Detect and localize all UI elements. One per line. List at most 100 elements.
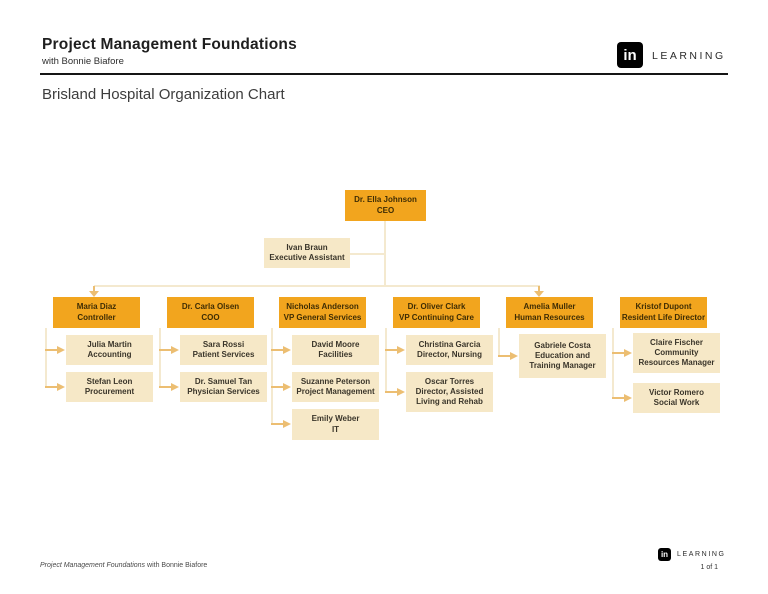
- connector-branch: [271, 328, 273, 425]
- org-node-claire-fischer: Claire Fischer Community Resources Manag…: [633, 333, 720, 373]
- connector-stub: [498, 355, 512, 357]
- org-node-christina-garcia: Christina Garcia Director, Nursing: [406, 335, 493, 365]
- connector-stub: [271, 423, 285, 425]
- connector-drop-left: [93, 286, 95, 292]
- person-name: Amelia Muller: [523, 302, 576, 312]
- person-title: Human Resources: [514, 312, 585, 322]
- person-name: Maria Diaz: [76, 302, 117, 312]
- org-node-emily-weber: Emily Weber IT: [292, 409, 379, 440]
- connector-stub: [45, 386, 59, 388]
- person-name: Oscar Torres: [424, 376, 475, 386]
- org-node-oscar-torres: Oscar Torres Director, Assisted Living a…: [406, 372, 493, 412]
- person-name: Dr. Ella Johnson: [354, 195, 417, 205]
- connector-drop-right: [538, 286, 540, 292]
- person-name: David Moore: [311, 339, 360, 349]
- connector-branch: [45, 328, 47, 388]
- person-name: Victor Romero: [649, 387, 704, 397]
- person-name: Nicholas Anderson: [286, 302, 359, 312]
- person-title: Accounting: [87, 350, 132, 359]
- connector-stub: [159, 386, 173, 388]
- person-title: Community Resources Manager: [638, 347, 715, 368]
- person-title: Education and Training Manager: [529, 350, 596, 371]
- person-name: Emily Weber: [311, 414, 360, 424]
- arrow-right-icon: [57, 346, 65, 354]
- connector-ceo-drop: [384, 221, 386, 286]
- person-name: Claire Fischer: [650, 337, 703, 347]
- person-name: Kristof Dupont: [635, 302, 692, 312]
- connector-stub: [385, 349, 399, 351]
- person-title: CEO: [376, 205, 395, 215]
- person-title: VP Continuing Care: [399, 312, 474, 322]
- linkedin-logo-icon: in: [617, 42, 643, 68]
- org-node-gabriele-costa: Gabriele Costa Education and Training Ma…: [519, 334, 606, 378]
- person-name: Christina Garcia: [418, 339, 481, 349]
- arrow-right-icon: [510, 352, 518, 360]
- person-title: Physician Services: [187, 387, 260, 396]
- arrow-right-icon: [283, 383, 291, 391]
- connector-stub: [159, 349, 173, 351]
- arrow-down-icon: [89, 291, 99, 297]
- person-title: Social Work: [653, 398, 700, 407]
- page-title: Brisland Hospital Organization Chart: [42, 86, 285, 103]
- footer-course-title: Project Management Foundations: [40, 562, 146, 569]
- person-name: Suzanne Peterson: [300, 376, 371, 386]
- arrow-right-icon: [57, 383, 65, 391]
- connector-stub: [45, 349, 59, 351]
- linkedin-logo-icon: in: [658, 548, 671, 561]
- arrow-right-icon: [171, 383, 179, 391]
- course-title: Project Management Foundations: [42, 36, 297, 53]
- org-node-stefan-leon: Stefan Leon Procurement: [66, 372, 153, 402]
- arrow-right-icon: [624, 349, 632, 357]
- org-node-sara-rossi: Sara Rossi Patient Services: [180, 335, 267, 365]
- footer-course-credit: Project Management Foundations with Bonn…: [40, 562, 207, 569]
- arrow-right-icon: [624, 394, 632, 402]
- person-title: Patient Services: [192, 350, 255, 359]
- person-title: Procurement: [84, 387, 135, 396]
- org-node-carla-olsen: Dr. Carla Olsen COO: [167, 297, 254, 328]
- person-title: Controller: [77, 312, 116, 322]
- connector-branch: [159, 328, 161, 388]
- person-title: Facilities: [318, 350, 353, 359]
- page-number: 1 of 1: [700, 564, 718, 571]
- person-name: Stefan Leon: [86, 376, 133, 386]
- org-node-kristof-dupont: Kristof Dupont Resident Life Director: [620, 297, 707, 328]
- connector-top-bar: [94, 285, 540, 287]
- person-name: Ivan Braun: [286, 242, 328, 252]
- org-node-maria-diaz: Maria Diaz Controller: [53, 297, 140, 328]
- person-title: VP General Services: [283, 312, 362, 322]
- connector-stub: [612, 352, 626, 354]
- arrow-right-icon: [283, 420, 291, 428]
- connector-branch: [612, 328, 614, 399]
- connector-stub: [385, 391, 399, 393]
- connector-stub: [271, 386, 285, 388]
- arrow-right-icon: [397, 388, 405, 396]
- connector-branch: [385, 328, 387, 393]
- person-title: COO: [201, 312, 220, 322]
- connector-branch: [498, 328, 500, 357]
- person-name: Dr. Carla Olsen: [181, 302, 240, 312]
- arrow-down-icon: [534, 291, 544, 297]
- person-name: Dr. Samuel Tan: [194, 376, 253, 386]
- person-title: IT: [331, 424, 340, 434]
- person-title: Director, Nursing: [417, 350, 482, 359]
- org-node-executive-assistant: Ivan Braun Executive Assistant: [264, 238, 350, 268]
- org-node-victor-romero: Victor Romero Social Work: [633, 383, 720, 413]
- person-title: Director, Assisted Living and Rehab: [415, 386, 484, 407]
- org-node-ceo: Dr. Ella Johnson CEO: [345, 190, 426, 221]
- org-node-suzanne-peterson: Suzanne Peterson Project Management: [292, 372, 379, 402]
- connector-assistant: [350, 253, 384, 255]
- arrow-right-icon: [171, 346, 179, 354]
- linkedin-learning-wordmark: LEARNING: [677, 551, 726, 558]
- org-node-julia-martin: Julia Martin Accounting: [66, 335, 153, 365]
- org-node-samuel-tan: Dr. Samuel Tan Physician Services: [180, 372, 267, 402]
- course-author: with Bonnie Biafore: [42, 56, 124, 67]
- org-node-nicholas-anderson: Nicholas Anderson VP General Services: [279, 297, 366, 328]
- arrow-right-icon: [397, 346, 405, 354]
- connector-stub: [612, 397, 626, 399]
- person-name: Sara Rossi: [202, 339, 245, 349]
- linkedin-learning-wordmark: LEARNING: [652, 50, 726, 62]
- footer-course-author: with Bonnie Biafore: [145, 562, 208, 569]
- person-name: Dr. Oliver Clark: [407, 302, 466, 312]
- arrow-right-icon: [283, 346, 291, 354]
